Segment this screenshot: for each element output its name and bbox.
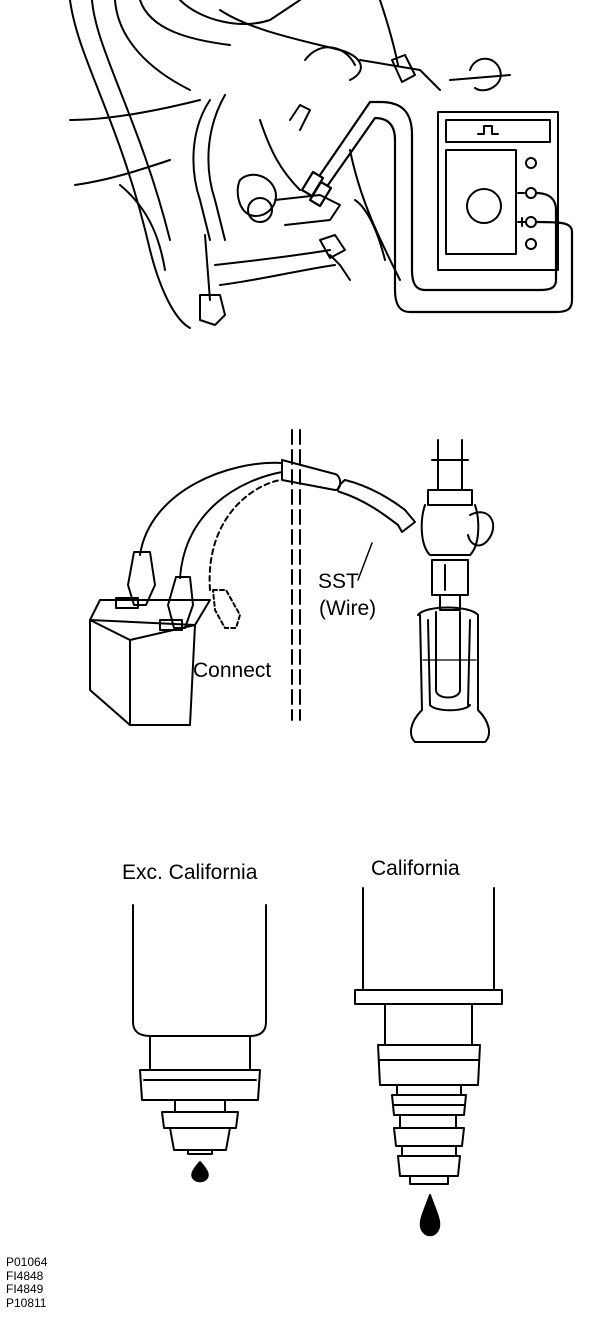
figure-codes: P01064 FI4848 FI4849 P10811 <box>6 1255 48 1310</box>
figure-code: P10811 <box>6 1295 47 1310</box>
test-leads <box>300 100 574 314</box>
injector-test-drawing <box>89 429 495 743</box>
california-label: California <box>371 857 460 880</box>
injector-california <box>354 887 503 1185</box>
figure-code: P01064 <box>6 1255 48 1269</box>
connect-label: Connect <box>193 659 272 682</box>
injector-exc-california <box>132 904 267 1155</box>
exc-california-label: Exc. California <box>122 861 258 884</box>
fuel-drop-small <box>191 1161 209 1183</box>
engine-bay-drawing <box>69 0 511 329</box>
figure-code: FI4848 <box>6 1268 44 1283</box>
sst-label: SST <box>318 570 359 593</box>
figure-code: FI4849 <box>6 1282 44 1296</box>
voltmeter <box>437 111 559 271</box>
fuel-drop-large <box>419 1194 441 1237</box>
wire-label: (Wire) <box>319 597 377 620</box>
